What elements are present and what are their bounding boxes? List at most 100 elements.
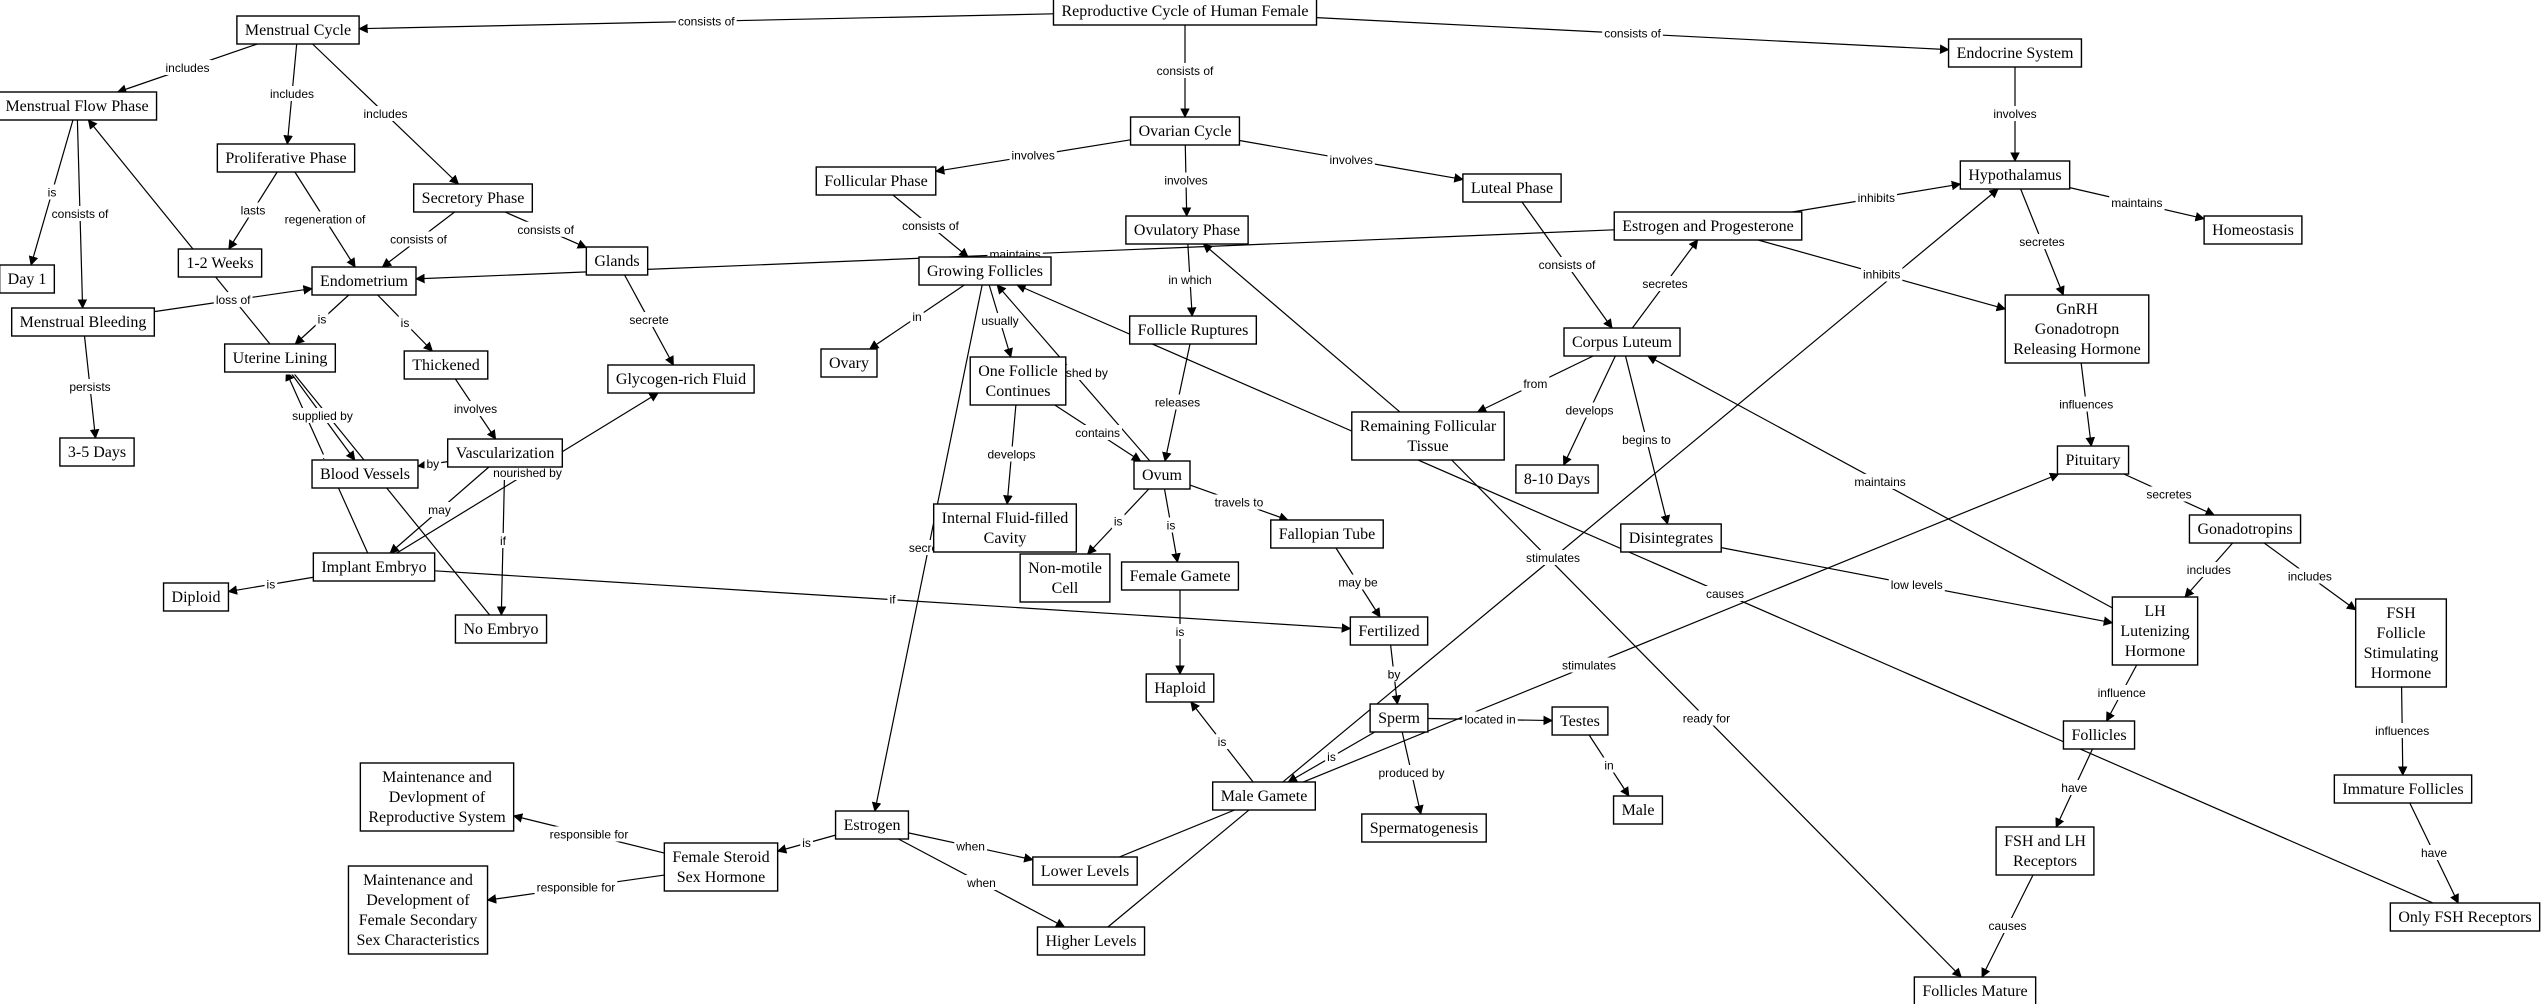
- node-label: Lutenizing: [2120, 623, 2189, 640]
- edge-labels-layer: consists of consists of consists of include…: [45, 13, 2450, 933]
- edge-label-group: contains: [1073, 425, 1123, 440]
- edge-label-bg: [1152, 394, 1203, 410]
- edge-label-bg: [315, 311, 329, 327]
- node-label: Follicular Phase: [824, 173, 928, 190]
- edge-label-group: secrete: [627, 312, 671, 327]
- edge-label-bg: [1164, 517, 1178, 533]
- node-w12: 1-2 Weeks: [177, 248, 263, 278]
- edge-label: is: [318, 313, 327, 327]
- node-label: Gonadotropn: [2035, 321, 2119, 338]
- node-box: [1959, 160, 2071, 190]
- edge-label-bg: [1215, 734, 1229, 749]
- node-glands: Glands: [585, 246, 649, 276]
- edge-label: is: [401, 316, 410, 330]
- edge-label-bg: [1563, 402, 1616, 418]
- edge-label: have: [2061, 781, 2087, 795]
- edge-label-group: releases: [1152, 394, 1203, 410]
- edge-label-bg: [1336, 574, 1380, 590]
- node-box: [1145, 673, 1215, 703]
- edge-label: persists: [69, 380, 110, 394]
- edge-label-bg: [1462, 711, 1518, 727]
- edge-label-bg: [800, 835, 813, 851]
- edge-label: low levels: [1891, 578, 1943, 592]
- node-label: Pituitary: [2065, 452, 2120, 469]
- node-label: Hypothalamus: [1968, 167, 2061, 184]
- node-box: [446, 438, 564, 468]
- edge-label: secretes: [2019, 235, 2064, 249]
- edge-label-group: causes: [1703, 586, 1747, 601]
- node-hl: Higher Levels: [1036, 926, 1146, 956]
- edge-label: involves: [1993, 107, 2036, 121]
- edge-label-bg: [163, 60, 212, 75]
- node-label: Disintegrates: [1629, 530, 1713, 547]
- node-fert: Fertilized: [1349, 616, 1429, 646]
- node-box: [1613, 211, 1803, 241]
- edge-label: secrete: [629, 313, 669, 327]
- node-ll: Lower Levels: [1032, 856, 1138, 886]
- edge-label-bg: [498, 533, 508, 548]
- node-box: [1120, 561, 1240, 591]
- node-box: [1052, 0, 1318, 26]
- node-label: Spermatogenesis: [1370, 820, 1478, 837]
- edge-label-bg: [264, 576, 278, 592]
- edge-label: influences: [2059, 398, 2113, 412]
- node-box: [2056, 445, 2130, 475]
- edge-label-bg: [388, 231, 449, 247]
- edge-label-group: regeneration of: [282, 211, 368, 227]
- edge-label-bg: [1327, 151, 1375, 167]
- edge-label-group: involves: [451, 401, 500, 416]
- node-label: Fertilized: [1358, 623, 1419, 640]
- edge-label: consists of: [52, 207, 109, 221]
- node-box: [2004, 294, 2150, 364]
- edge-label-bg: [1111, 513, 1125, 529]
- node-box: [815, 166, 937, 196]
- edge-label-bg: [2184, 562, 2233, 577]
- edge-label: inhibits: [1858, 191, 1895, 205]
- edge-label-group: involves: [1327, 151, 1375, 167]
- edge-label-bg: [1385, 666, 1403, 682]
- node-endo: Endometrium: [311, 266, 417, 296]
- edge-label: if: [500, 534, 507, 548]
- node-ie: Implant Embryo: [312, 552, 436, 582]
- node-label: Sex Characteristics: [356, 932, 479, 949]
- node-label: Estrogen and Progesterone: [1622, 218, 1794, 235]
- node-es: Endocrine System: [1947, 38, 2083, 68]
- edge-label-group: influences: [2373, 723, 2432, 738]
- node-ofr: Only FSH Receptors: [2389, 902, 2541, 932]
- edge-label-group: includes: [267, 86, 317, 101]
- edge-label-bg: [290, 408, 355, 423]
- edge-label: is: [48, 186, 57, 200]
- edge-label: is: [267, 577, 276, 591]
- edge-label: by: [1388, 668, 1401, 682]
- node-label: Hormone: [2125, 643, 2185, 660]
- edge-label: ready for: [1683, 712, 1730, 726]
- node-label: Higher Levels: [1045, 933, 1136, 950]
- edge-label-bg: [2418, 845, 2450, 860]
- node-label: Endocrine System: [1957, 45, 2074, 62]
- node-label: GnRH: [2056, 301, 2098, 318]
- node-label: Reproductive Cycle of Human Female: [1061, 3, 1308, 20]
- edge-label-bg: [1523, 550, 1583, 565]
- node-box: [1913, 976, 2037, 1004]
- edge-label-group: consists of: [388, 231, 449, 247]
- node-label: Remaining Follicular: [1360, 418, 1497, 435]
- edge-label-bg: [1640, 276, 1690, 291]
- edge-label-bg: [49, 206, 111, 221]
- edge-label: produced by: [1378, 766, 1444, 780]
- edge-label: usually: [981, 314, 1018, 328]
- node-label: Luteal Phase: [1471, 180, 1553, 197]
- edge-label-group: supplied by: [290, 408, 355, 423]
- edge-label-group: maintains: [2109, 195, 2165, 211]
- edge-label: consists of: [517, 223, 574, 237]
- node-hyp: Hypothalamus: [1959, 160, 2071, 190]
- edge-label-group: secretes: [2144, 486, 2194, 502]
- node-label: Female Secondary: [359, 912, 478, 929]
- node-box: [2188, 514, 2302, 544]
- node-box: [1125, 215, 1249, 245]
- node-box: [311, 459, 419, 489]
- node-label: Lower Levels: [1041, 863, 1129, 880]
